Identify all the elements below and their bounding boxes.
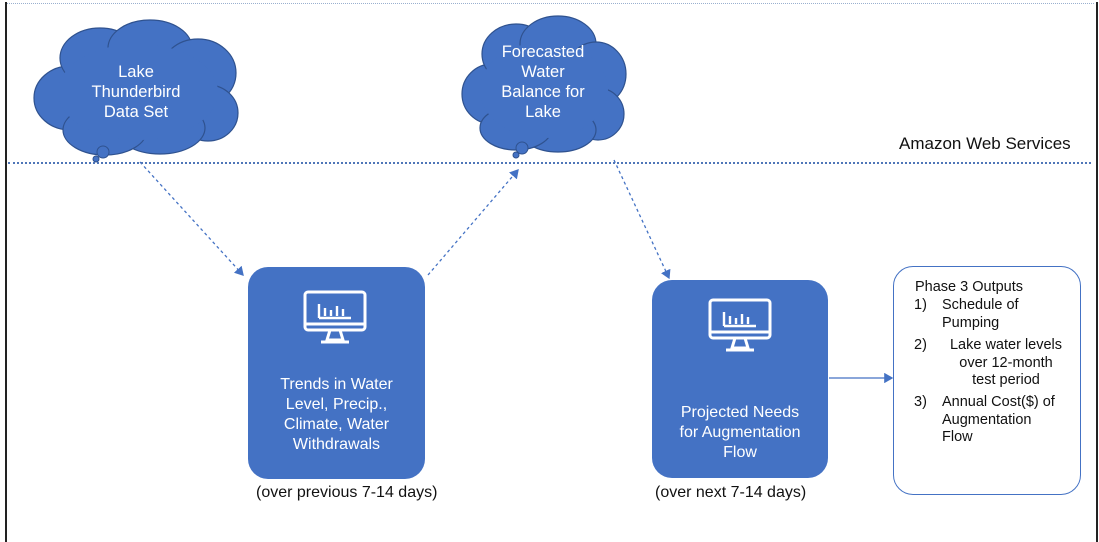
needs-caption: (over next 7-14 days) [655,484,807,501]
cloud-shape [33,19,239,163]
outputs-title: Phase 3 Outputs [915,279,1024,295]
trends-caption: (over previous 7-14 days) [256,484,438,501]
monitor-chart-icon [708,298,772,352]
output-item-2-line-3: test period [972,372,1040,388]
cloud-forecasted-water-balance: Forecasted Water Balance for Lake [458,12,628,160]
arrow-trends-to-forecast [427,169,519,276]
output-item-3-line-2: Augmentation [942,411,1032,428]
output-item-2-line-2: over 12-month [959,354,1053,371]
cloud-lake-data-set: Lake Thunderbird Data Set [30,18,242,163]
aws-boundary-line [8,162,1091,164]
output-item-3-number: 3) [914,394,927,410]
trends-line-3: Climate, Water [283,416,390,433]
process-box-trends: Trends in Water Level, Precip., Climate,… [248,267,425,479]
arrow-forecast-to-needs [613,159,671,280]
top-border-dash [5,3,1094,4]
cloud-right-line-1: Forecasted [501,43,585,61]
trends-line-2: Level, Precip., [285,396,388,413]
trends-line-4: Withdrawals [292,436,381,453]
cloud-right-line-4: Lake [525,103,561,121]
output-item-1: Schedule of Pumping [942,297,1019,332]
output-item-2-number: 2) [914,337,927,353]
trends-line-1: Trends in Water [280,376,393,393]
needs-line-3: Flow [723,444,757,461]
needs-line-1: Projected Needs [680,404,800,421]
cloud-right-line-3: Balance for [501,83,585,101]
needs-line-2: for Augmentation [679,424,801,441]
cloud-left-line-3: Data Set [103,103,169,121]
cloud-left-line-1: Lake [118,63,154,81]
arrow-cloud-to-trends [139,161,244,276]
output-item-2-line-1: Lake water levels [949,337,1063,353]
output-item-1-number: 1) [914,297,927,313]
cloud-right-line-2: Water [521,63,565,81]
phase3-outputs-box: Phase 3 Outputs 1) Schedule of Pumping 2… [893,266,1081,495]
output-item-3-line-1: Annual Cost($) of [942,394,1055,410]
cloud-left-line-2: Thunderbird [91,83,181,101]
diagram-frame [5,2,1098,542]
cloud-shape [461,15,627,159]
output-item-3-line-3: Flow [942,429,973,445]
connector-layer [139,159,894,384]
process-box-projected-needs: Projected Needs for Augmentation Flow [652,280,828,478]
output-item-1-line-2: Pumping [942,314,1000,331]
output-item-2: Lake water levels over 12-month test per… [942,337,1070,390]
monitor-chart-icon [303,290,367,344]
aws-label: Amazon Web Services [899,134,1071,153]
output-item-3: Annual Cost($) of Augmentation Flow [942,394,1055,447]
output-item-1-line-1: Schedule of [942,297,1019,313]
